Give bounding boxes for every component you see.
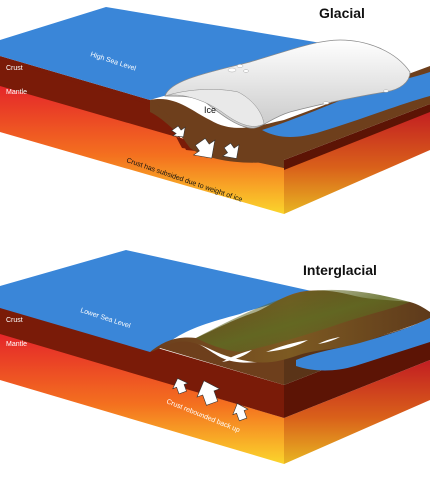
interglacial-mantle-label: Mantle bbox=[6, 341, 27, 348]
glacial-ice-floes bbox=[227, 64, 389, 105]
interglacial-rebound-arrows bbox=[172, 378, 249, 422]
interglacial-mantle-side bbox=[284, 360, 430, 464]
glacial-mantle-side bbox=[284, 110, 430, 214]
interglacial-green-band bbox=[196, 289, 410, 352]
down-arrow-icon bbox=[221, 142, 240, 159]
up-arrow-icon bbox=[172, 378, 189, 395]
glacial-ice-label: Ice bbox=[204, 105, 216, 115]
down-arrow-icon bbox=[171, 125, 186, 138]
glacial-panel: Glacial High Sea Level Crust Mantle Ice … bbox=[0, 5, 430, 214]
interglacial-crust-label: Crust bbox=[6, 317, 23, 324]
interglacial-sea bbox=[0, 250, 316, 352]
glacial-crust-label: Crust bbox=[6, 65, 23, 72]
up-arrow-icon bbox=[196, 380, 221, 406]
glacial-mantle-front bbox=[0, 85, 284, 214]
glacial-land-surface bbox=[150, 66, 430, 163]
interglacial-meltwater-streaks bbox=[222, 337, 340, 362]
interglacial-title: Interglacial bbox=[303, 262, 377, 278]
up-arrow-icon bbox=[232, 403, 249, 422]
down-arrow-icon bbox=[192, 137, 216, 159]
glacial-crust-band bbox=[0, 60, 284, 168]
glacial-title: Glacial bbox=[319, 5, 365, 21]
glacial-mantle-label: Mantle bbox=[6, 89, 27, 96]
interglacial-mantle-front bbox=[0, 333, 284, 464]
interglacial-sea-right bbox=[296, 318, 430, 371]
glacial-crust-side bbox=[284, 104, 430, 170]
glacial-sea bbox=[0, 7, 345, 100]
glacial-ice-front bbox=[164, 89, 265, 127]
glacial-subsidence-arrows bbox=[171, 125, 240, 159]
interglacial-panel: Interglacial Lower Sea Level Crust Mantl… bbox=[0, 250, 430, 464]
interglacial-land-front bbox=[150, 339, 284, 385]
